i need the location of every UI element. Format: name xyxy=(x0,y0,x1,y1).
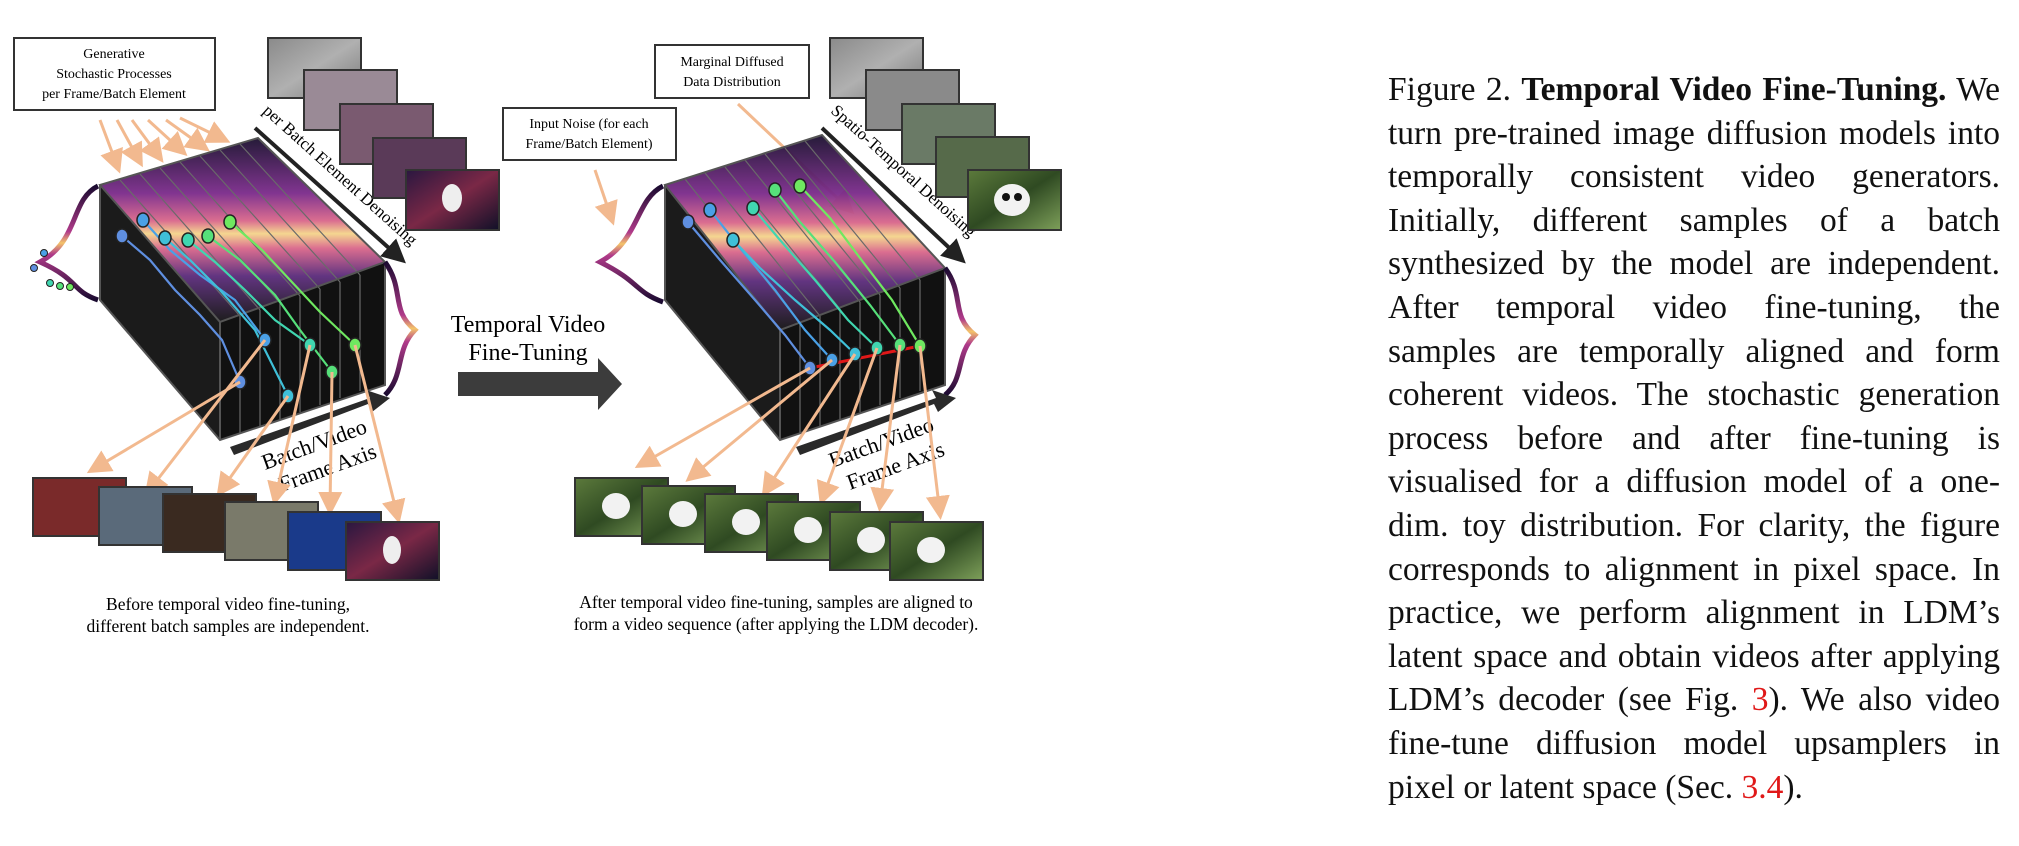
left-diagram: Generative Stochastic Processes per Fram… xyxy=(13,37,500,636)
right-distribution-curve xyxy=(594,183,665,305)
figure-caption: Figure 2. Temporal Video Fine-Tuning. We… xyxy=(1388,68,2000,809)
right-frame-axis-arrow xyxy=(796,390,956,455)
fig-reference-link[interactable]: 3 xyxy=(1751,681,1769,719)
fine-tuning-label-2: Fine-Tuning xyxy=(468,340,587,366)
left-caption-line-1: Before temporal video fine-tuning, xyxy=(106,594,350,614)
left-label-box: Generative Stochastic Processes per Fram… xyxy=(13,37,216,111)
left-trajectory-points xyxy=(115,212,362,404)
caption-body-2: ). We also video fine-tune diffusion mod… xyxy=(1388,681,2001,806)
left-output-arrows xyxy=(86,339,406,524)
noise-label-line-1: Input Noise (for each xyxy=(529,117,648,132)
left-output-curve xyxy=(382,260,419,397)
right-3d-box xyxy=(663,133,947,442)
right-trajectory-points xyxy=(681,178,927,376)
right-denoising-arrow xyxy=(820,126,966,264)
figure-panel: Generative Stochastic Processes per Fram… xyxy=(13,37,1062,636)
right-caption-line-1: After temporal video fine-tuning, sample… xyxy=(579,592,973,612)
left-curve-points xyxy=(30,249,74,291)
noise-label-line-2: Frame/Batch Element) xyxy=(525,137,652,152)
caption-body-3: ). xyxy=(1783,768,1803,806)
right-caption-line-2: form a video sequence (after applying th… xyxy=(574,614,979,634)
sec-reference-link[interactable]: 3.4 xyxy=(1741,768,1784,806)
fine-tuning-arrow: Temporal Video Fine-Tuning xyxy=(451,312,622,410)
right-output-curve xyxy=(942,266,979,397)
figure-label: Figure 2. xyxy=(1388,71,1511,108)
left-denoising-frames xyxy=(267,37,500,231)
left-caption-line-2: different batch samples are independent. xyxy=(87,616,370,636)
left-label-line-2: Stochastic Processes xyxy=(56,67,171,82)
left-label-line-1: Generative xyxy=(83,47,144,62)
fine-tuning-label-1: Temporal Video xyxy=(451,312,605,338)
left-output-images xyxy=(32,477,440,581)
left-denoising-arrow xyxy=(253,126,406,264)
figure-title: Temporal Video Fine-Tuning. xyxy=(1521,71,1947,108)
right-output-arrows xyxy=(634,344,950,520)
left-frame-axis-arrow xyxy=(230,390,390,455)
caption-body-1: We turn pre-trained image diffusion mode… xyxy=(1388,71,2001,719)
marginal-label-line-2: Data Distribution xyxy=(683,75,781,90)
right-output-images xyxy=(574,477,984,581)
left-trajectories xyxy=(121,219,356,397)
right-label-box-marginal: Marginal Diffused Data Distribution xyxy=(654,44,810,99)
left-label-line-3: per Frame/Batch Element xyxy=(42,87,186,102)
right-label-box-noise: Input Noise (for each Frame/Batch Elemen… xyxy=(502,107,677,161)
right-denoising-frames xyxy=(829,37,1062,231)
right-trajectories xyxy=(687,185,921,369)
marginal-label-line-1: Marginal Diffused xyxy=(680,55,783,70)
left-distribution-curve xyxy=(34,183,100,303)
left-input-arrows xyxy=(98,116,231,174)
